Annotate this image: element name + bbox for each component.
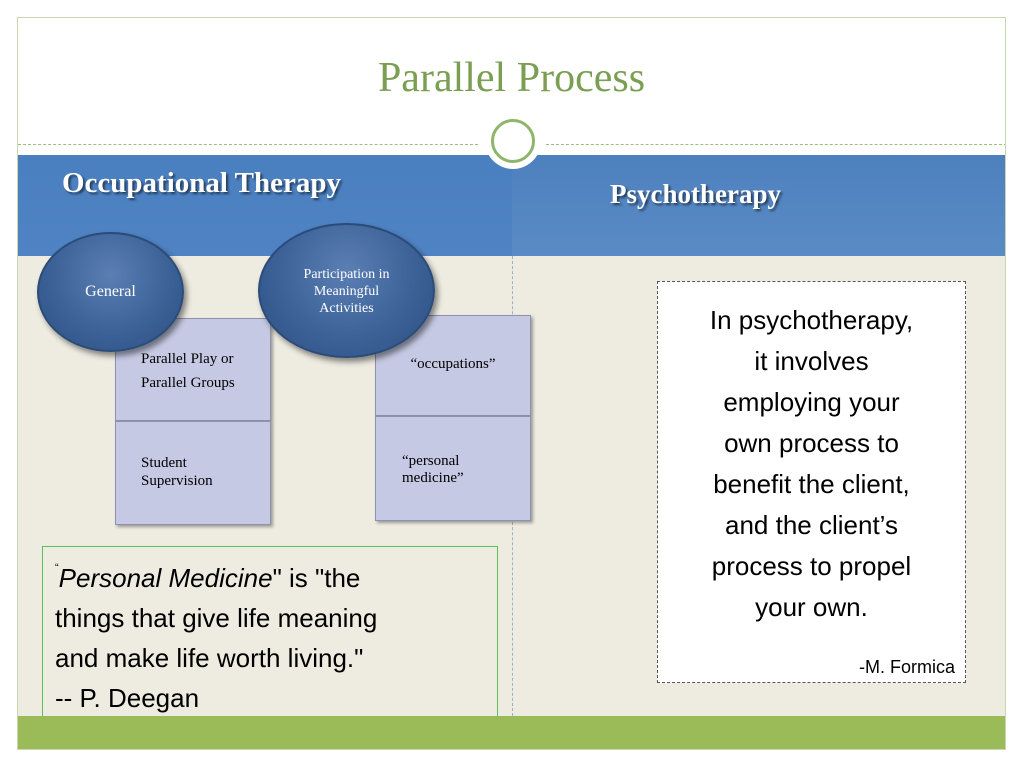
header-band-right	[512, 155, 1005, 256]
divider-circle-ring	[491, 119, 535, 163]
quote-open-mark: “	[55, 562, 59, 574]
psy-line: own process to	[724, 428, 899, 458]
personal-medicine-line1: “personal	[402, 453, 460, 469]
occupational-therapy-heading: Occupational Therapy	[62, 167, 342, 199]
student-supervision-box: Student Supervision	[115, 421, 271, 525]
title-divider-right	[546, 144, 1005, 145]
slide-frame: Parallel Process Occupational Therapy Ps…	[17, 17, 1006, 750]
quote-line2: things that give life meaning	[55, 603, 378, 633]
personal-medicine-line2: medicine”	[402, 470, 464, 486]
psy-line: employing your	[723, 387, 900, 417]
quote-rest-line1: " is "the	[272, 563, 361, 593]
student-supervision-line2: Supervision	[141, 473, 213, 489]
participation-line1: Participation in	[303, 267, 390, 282]
psy-line: it involves	[754, 346, 869, 376]
participation-line3: Activities	[319, 301, 374, 316]
psychotherapy-quote-box: In psychotherapy, it involves employing …	[657, 281, 966, 683]
parallel-play-box: Parallel Play or Parallel Groups	[115, 318, 271, 421]
participation-ellipse: Participation in Meaningful Activities	[258, 223, 435, 358]
parallel-play-line1: Parallel Play or	[141, 351, 234, 367]
quote-line3: and make life worth living."	[55, 643, 364, 673]
general-ellipse: General	[37, 232, 184, 352]
quote-emphasis: Personal Medicine	[58, 563, 273, 593]
header-band: Occupational Therapy Psychotherapy	[18, 155, 1005, 256]
psy-line: your own.	[755, 592, 868, 622]
participation-line2: Meaningful	[313, 284, 380, 299]
personal-medicine-box: “personal medicine”	[375, 416, 531, 521]
psychotherapy-text: In psychotherapy, it involves employing …	[658, 300, 965, 628]
deegan-quote-box: “Personal Medicine" is "the things that …	[42, 546, 498, 723]
quote-author: -M. Formica	[859, 657, 955, 677]
occupations-label: “occupations”	[410, 356, 496, 372]
parallel-play-line2: Parallel Groups	[141, 375, 235, 391]
general-label: General	[85, 283, 136, 300]
psychotherapy-heading: Psychotherapy	[610, 179, 781, 209]
psy-line: and the client’s	[725, 510, 898, 540]
psy-line: process to propel	[711, 551, 912, 581]
student-supervision-line1: Student	[141, 455, 187, 471]
psy-line: In psychotherapy,	[709, 305, 914, 335]
slide-title: Parallel Process	[377, 55, 646, 101]
footer-band	[18, 716, 1005, 749]
quote-line1: “Personal Medicine" is "the	[55, 558, 497, 598]
title-divider-left	[18, 144, 478, 145]
quote-line4: -- P. Deegan	[55, 683, 200, 713]
psy-line: benefit the client,	[713, 469, 910, 499]
